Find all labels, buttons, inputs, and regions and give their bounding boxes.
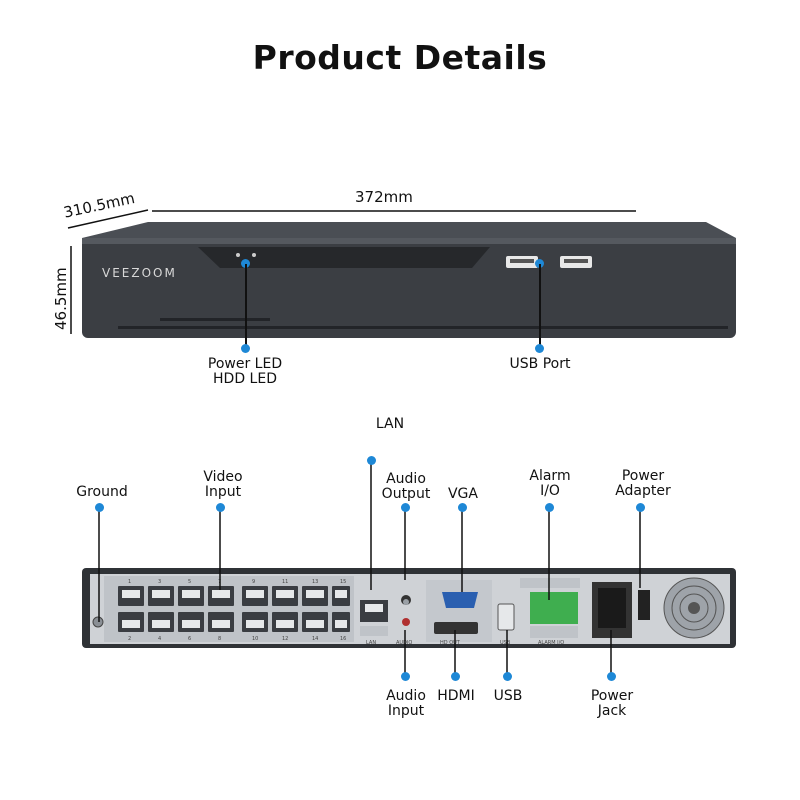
rear-usb-port-icon: [497, 603, 515, 631]
panel-hdout-text: HD OUT: [440, 640, 461, 646]
audio-input-label-line2: Input: [387, 703, 425, 719]
power-led-callout-dot: [241, 259, 250, 268]
port-number: 3: [158, 579, 161, 585]
alarm-io-label: Alarm I/O: [510, 469, 590, 499]
power-led-callout-line: [245, 264, 247, 348]
device-top-face: [82, 222, 736, 238]
port-number: 15: [340, 579, 346, 585]
video-input-label-line2: Input: [204, 484, 242, 500]
audio-input-callout-dot: [401, 672, 410, 681]
vga-callout-dot: [458, 503, 467, 512]
panel-usb-text: USB: [500, 640, 511, 646]
port-number: 1: [128, 579, 131, 585]
vga-label: VGA: [447, 486, 478, 502]
height-dimension: 46.5mm: [52, 267, 70, 330]
width-dimension: 372mm: [355, 188, 413, 206]
power-adapter-label-line2: Adapter: [615, 483, 671, 499]
lan-label: LAN: [375, 416, 405, 432]
lan-callout-dot: [367, 456, 376, 465]
port-number: 14: [312, 636, 318, 642]
usb-callout-dot: [503, 672, 512, 681]
audio-output-label-line2: Output: [381, 486, 431, 502]
port-number: 4: [158, 636, 161, 642]
alarm-terminal-icon: [530, 592, 578, 624]
poe-ports-group: [118, 586, 350, 632]
ground-callout-dot: [95, 503, 104, 512]
power-led-callout-end-dot: [241, 344, 250, 353]
power-jack-label-line2: Jack: [597, 703, 627, 719]
audio-input-label-line1: Audio: [386, 688, 426, 704]
hdmi-callout-dot: [451, 672, 460, 681]
alarm-callout-dot: [545, 503, 554, 512]
audio-output-label-line1: Audio: [386, 471, 426, 487]
rear-callout-lines: [98, 460, 641, 680]
panel-lan-text: LAN: [366, 640, 376, 646]
port-number: 11: [282, 579, 288, 585]
port-number: 5: [188, 579, 191, 585]
vga-port-icon: [442, 592, 478, 608]
panel-audio-text: AUDIO: [396, 640, 412, 646]
audio-output-label: Audio Output: [366, 472, 446, 502]
power-switch-icon: [638, 590, 650, 620]
power-jack-label-line1: Power: [590, 688, 634, 704]
alarm-label-line2: I/O: [540, 483, 560, 499]
hdd-led-icon: [252, 253, 256, 257]
power-adapter-callout-dot: [636, 503, 645, 512]
panel-alarm-text: ALARM I/O: [538, 640, 564, 646]
front-bezel: [198, 247, 490, 268]
usb-port-label: USB Port: [509, 356, 571, 372]
audio-input-label: Audio Input: [366, 689, 446, 719]
usb-port-callout-end-dot: [535, 344, 544, 353]
port-number: 2: [128, 636, 131, 642]
video-input-label: Video Input: [183, 470, 263, 500]
power-led-hdd-led-label: Power LED HDD LED: [205, 357, 285, 387]
hdd-led-label: HDD LED: [213, 371, 277, 387]
port-number: 6: [188, 636, 191, 642]
audio-input-jack-icon: [402, 618, 410, 626]
power-adapter-label-line1: Power: [621, 468, 665, 484]
video-input-label-line1: Video: [203, 469, 243, 485]
power-adapter-label: Power Adapter: [603, 469, 683, 499]
power-led-icon: [236, 253, 240, 257]
power-jack-label: Power Jack: [572, 689, 652, 719]
depth-dimension-line: [67, 209, 149, 229]
brand-logo: VEEZOOM: [102, 266, 177, 280]
port-number: 9: [252, 579, 255, 585]
hdmi-label: HDMI: [437, 688, 475, 704]
audio-output-jack-icon: [403, 599, 409, 605]
port-number: 16: [340, 636, 346, 642]
ground-label: Ground: [76, 484, 128, 500]
power-led-label: Power LED: [207, 356, 283, 372]
ground-screw-icon: [92, 616, 104, 628]
port-number: 10: [252, 636, 258, 642]
hdmi-port-icon: [434, 622, 478, 634]
page-title: Product Details: [252, 38, 548, 77]
port-number: 13: [312, 579, 318, 585]
power-jack-callout-dot: [607, 672, 616, 681]
audio-output-callout-dot: [401, 503, 410, 512]
port-numbers-bottom: 2 4 6 8 10 12 14 16: [128, 636, 346, 642]
port-number: 12: [282, 636, 288, 642]
alarm-label-line1: Alarm: [529, 468, 571, 484]
usb-port-callout-line: [539, 264, 541, 348]
port-number: 8: [218, 636, 221, 642]
video-input-callout-dot: [216, 503, 225, 512]
usb-port-callout-dot: [535, 259, 544, 268]
usb-label: USB: [493, 688, 523, 704]
